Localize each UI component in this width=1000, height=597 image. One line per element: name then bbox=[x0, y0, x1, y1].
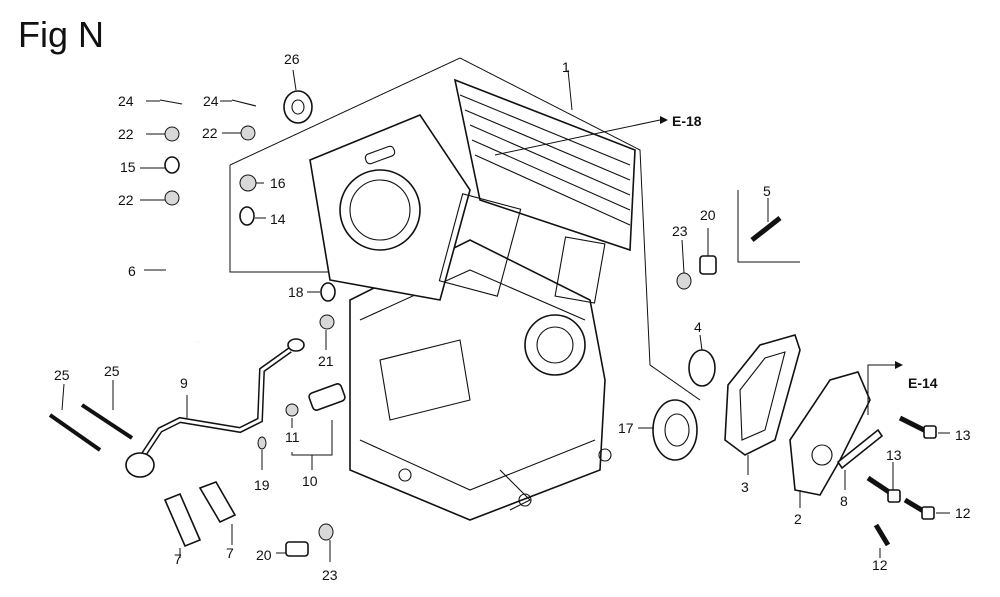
callout-20a: 20 bbox=[700, 207, 716, 223]
part-2-cover bbox=[789, 371, 871, 508]
callout-25b: 25 bbox=[104, 363, 120, 379]
callout-3: 3 bbox=[741, 479, 749, 495]
callout-10: 10 bbox=[302, 473, 318, 489]
callout-7b: 7 bbox=[226, 545, 234, 561]
callout-7a: 7 bbox=[174, 551, 182, 567]
reference-e18: E-18 bbox=[672, 113, 702, 129]
part-5-bolt bbox=[750, 198, 782, 242]
callout-4: 4 bbox=[694, 319, 702, 335]
callout-26: 26 bbox=[284, 51, 300, 67]
fasteners-left bbox=[140, 99, 266, 226]
part-7-hoses bbox=[163, 481, 237, 558]
callout-23a: 23 bbox=[672, 223, 688, 239]
callout-12b: 12 bbox=[872, 557, 888, 573]
callout-20b: 20 bbox=[256, 547, 272, 563]
part-3-gasket bbox=[724, 334, 801, 475]
part-26-bearing bbox=[283, 69, 313, 124]
part-10-switch bbox=[257, 282, 346, 470]
callout-22b: 22 bbox=[202, 125, 218, 141]
callout-2: 2 bbox=[794, 511, 802, 527]
callout-24b: 24 bbox=[203, 93, 219, 109]
crankcase-assembly bbox=[309, 78, 636, 521]
callout-17: 17 bbox=[618, 420, 634, 436]
callout-16: 16 bbox=[270, 175, 286, 191]
callout-24a: 24 bbox=[118, 93, 134, 109]
callout-8: 8 bbox=[840, 493, 848, 509]
reference-arrows bbox=[494, 69, 903, 415]
group-outline bbox=[229, 57, 701, 401]
part-20-23-right bbox=[676, 228, 717, 290]
callout-14: 14 bbox=[270, 211, 286, 227]
callout-22c: 22 bbox=[118, 192, 134, 208]
part-12-13-bolts bbox=[866, 415, 950, 558]
part-8-strip bbox=[836, 428, 884, 490]
part-20-23-bottom bbox=[276, 523, 334, 562]
callout-21: 21 bbox=[318, 353, 334, 369]
callout-6: 6 bbox=[128, 263, 136, 279]
callout-22a: 22 bbox=[118, 126, 134, 142]
part-4-oring bbox=[688, 334, 716, 387]
callout-11: 11 bbox=[285, 429, 300, 445]
part-6-tube bbox=[144, 231, 199, 352]
callout-5: 5 bbox=[763, 183, 771, 199]
callout-9: 9 bbox=[180, 375, 188, 391]
group-outline-5 bbox=[737, 190, 800, 263]
callout-15: 15 bbox=[120, 159, 136, 175]
group-outline-left bbox=[229, 165, 330, 273]
callout-13a: 13 bbox=[955, 427, 971, 443]
figure-title: Fig N bbox=[18, 14, 105, 55]
callout-13b: 13 bbox=[886, 447, 902, 463]
callout-12a: 12 bbox=[955, 505, 971, 521]
part-9-pipe bbox=[125, 338, 305, 478]
callout-23b: 23 bbox=[322, 567, 338, 583]
callout-25a: 25 bbox=[54, 367, 70, 383]
reference-e14: E-14 bbox=[908, 375, 938, 391]
callout-18: 18 bbox=[288, 284, 304, 300]
part-17-seal bbox=[638, 399, 698, 461]
callout-labels: 1 2 3 4 5 6 7 7 8 9 10 11 12 12 13 13 14… bbox=[54, 51, 971, 583]
part-25-bolts bbox=[48, 380, 134, 452]
callout-19: 19 bbox=[254, 477, 270, 493]
callout-1: 1 bbox=[562, 59, 570, 75]
